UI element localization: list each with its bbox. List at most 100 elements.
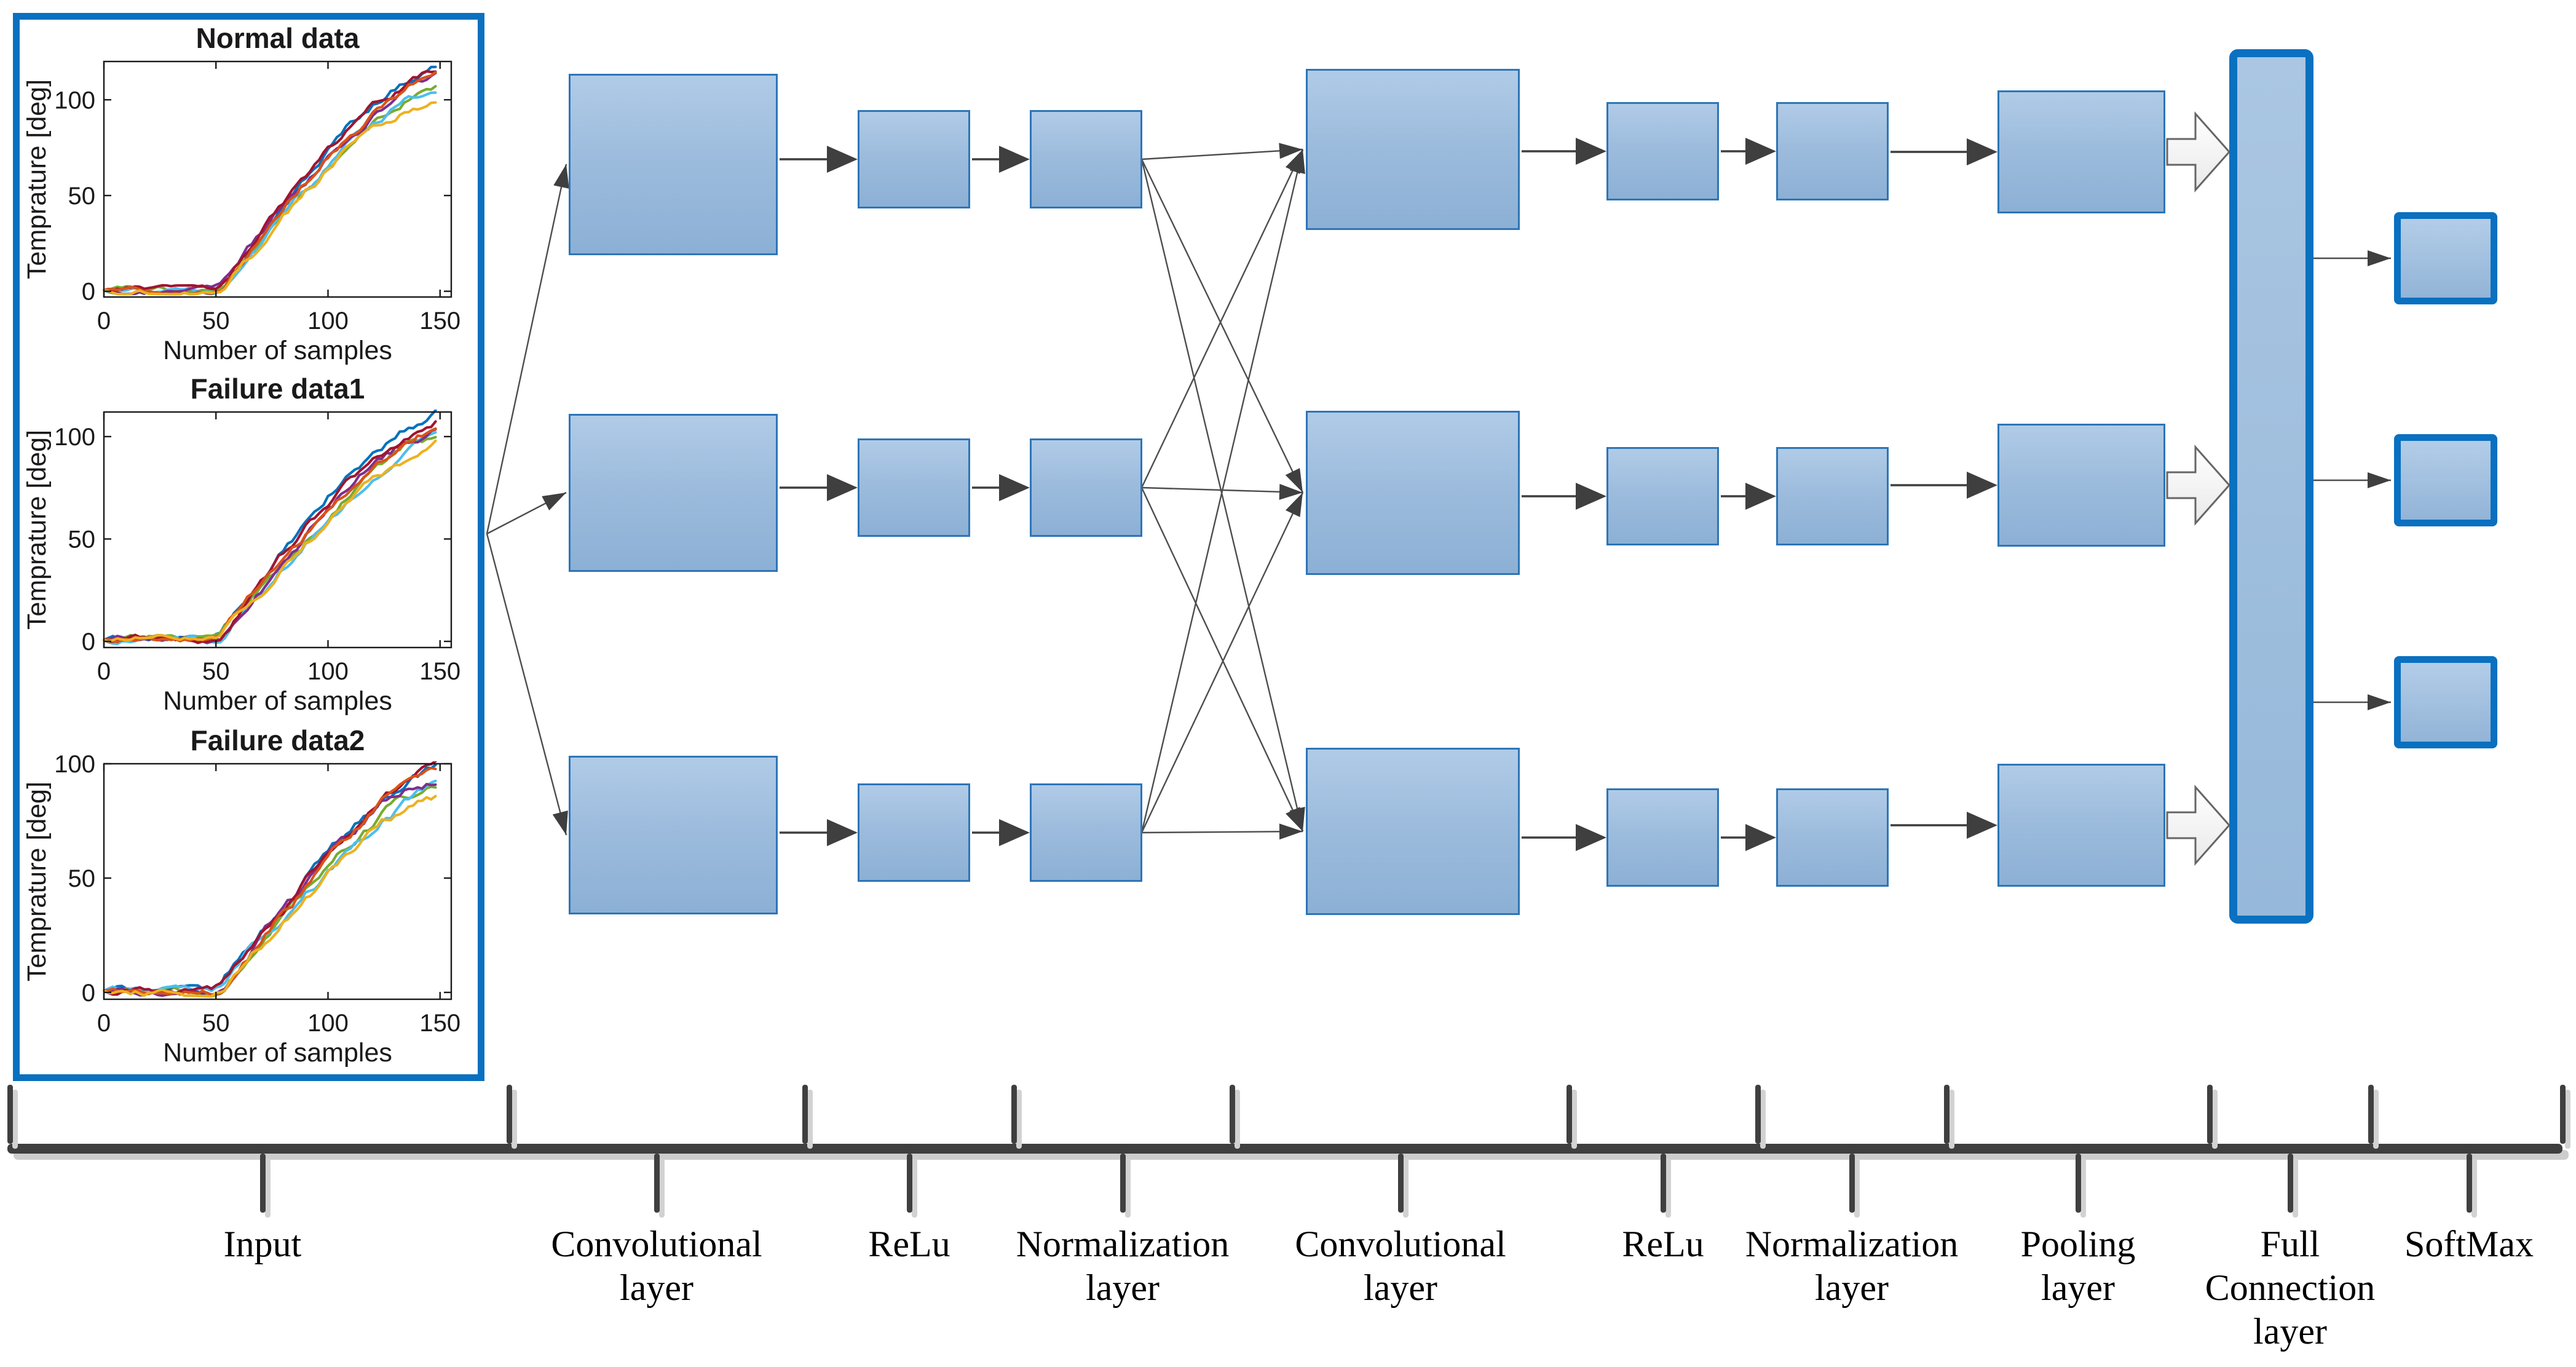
arrow-conv1-to-relu1-row1 xyxy=(780,146,858,173)
full-connection-box xyxy=(2229,49,2313,924)
cross-line-norm1r1-conv2r2 xyxy=(1140,159,1304,493)
chart-ylabel: Temprature [deg] xyxy=(22,782,52,981)
y-tick-label: 50 xyxy=(68,526,96,553)
arrow-norm2-to-pooling-row3 xyxy=(1891,812,1997,839)
block-arrow-pooling-to-fc-row1 xyxy=(2166,111,2231,192)
cross-line-norm1r2-conv2r3 xyxy=(1140,487,1304,832)
arrow-conv1-to-relu1-row2 xyxy=(780,474,858,501)
chart-plot-frame xyxy=(103,60,452,298)
timeline-tick-up-4 xyxy=(1230,1085,1235,1144)
block-arrow-pooling-to-fc-row3 xyxy=(2166,785,2231,866)
conv2-box-row2 xyxy=(1306,411,1520,575)
arrow-relu1-to-norm1-row3 xyxy=(972,819,1030,846)
relu1-box-row3 xyxy=(858,783,970,882)
chart-line-line-6 xyxy=(103,427,437,644)
chart-plot-frame xyxy=(103,763,452,1000)
chart-plot-frame xyxy=(103,411,452,649)
timeline-label-input: Input xyxy=(223,1224,302,1264)
relu2-box-row2 xyxy=(1606,447,1719,545)
cross-line-norm1r3-conv2r3 xyxy=(1141,823,1303,840)
relu1-box-row2 xyxy=(858,438,970,537)
relu2-box-row3 xyxy=(1606,788,1719,887)
pooling-box-row2 xyxy=(1997,424,2165,547)
chart-line-line-7 xyxy=(103,439,437,643)
chart-series-group xyxy=(103,65,437,296)
chart-line-line-6 xyxy=(103,766,437,997)
y-tick-label: 50 xyxy=(68,865,96,892)
norm2-box-row1 xyxy=(1776,102,1889,200)
x-tick-label: 150 xyxy=(419,658,460,685)
chart-xlabel: Number of samples xyxy=(163,336,392,365)
softmax-box-row1 xyxy=(2394,212,2497,304)
chart-xlabel: Number of samples xyxy=(163,1038,392,1068)
y-tick-label: 50 xyxy=(68,183,96,210)
cross-line-norm1r3-conv2r2 xyxy=(1140,492,1304,833)
softmax-box-row2 xyxy=(2394,434,2497,526)
pooling-box-row3 xyxy=(1997,764,2165,887)
cross-line-norm1r2-conv2r1 xyxy=(1140,149,1304,488)
timeline-tick-up-6 xyxy=(1755,1085,1761,1144)
arrow-relu2-to-norm2-row3 xyxy=(1721,824,1776,851)
timeline-tick-up-1 xyxy=(507,1085,512,1144)
fan-line-input-to-conv1-row1 xyxy=(486,164,569,534)
x-tick-label: 0 xyxy=(97,658,111,685)
conv1-box-row1 xyxy=(569,74,778,255)
timeline-label-softmax: SoftMax xyxy=(2404,1224,2534,1264)
chart-series-group xyxy=(103,410,437,646)
conv1-box-row3 xyxy=(569,756,778,914)
timeline-tick-down-4 xyxy=(1398,1154,1404,1213)
timeline-label-conv1: Convolutional layer xyxy=(551,1224,762,1308)
y-tick-label: 0 xyxy=(82,980,95,1007)
chart-line-line-5 xyxy=(103,69,437,293)
timeline-label-full-connection: Full Connection layer xyxy=(2205,1224,2376,1352)
pooling-box-row1 xyxy=(1997,90,2165,213)
arrow-conv2-to-relu2-row3 xyxy=(1522,824,1606,851)
timeline-tick-down-2 xyxy=(907,1154,912,1213)
cross-line-norm1r3-conv2r1 xyxy=(1140,149,1305,833)
norm1-box-row3 xyxy=(1030,783,1142,882)
chart-ylabel: Temprature [deg] xyxy=(22,430,52,630)
fan-line-input-to-conv1-row3 xyxy=(486,533,568,836)
norm2-box-row2 xyxy=(1776,447,1889,545)
arrow-conv2-to-relu2-row2 xyxy=(1522,483,1606,510)
chart-title: Normal data xyxy=(196,23,360,54)
timeline-tick-up-9 xyxy=(2368,1085,2374,1144)
timeline-tick-up-8 xyxy=(2207,1085,2213,1144)
chart-line-line-7 xyxy=(103,794,437,998)
y-tick-label: 100 xyxy=(54,424,95,451)
timeline-tick-up-0 xyxy=(7,1085,13,1144)
arrow-relu1-to-norm1-row2 xyxy=(972,474,1030,501)
y-tick-label: 0 xyxy=(82,279,95,306)
cross-line-norm1r1-conv2r3 xyxy=(1140,159,1305,832)
fan-line-input-to-conv1-row2 xyxy=(486,491,567,535)
arrow-relu2-to-norm2-row1 xyxy=(1721,138,1776,165)
x-tick-label: 150 xyxy=(419,1010,460,1037)
x-tick-label: 50 xyxy=(202,307,230,335)
x-tick-label: 50 xyxy=(202,658,230,685)
chart-title: Failure data2 xyxy=(191,726,365,756)
timeline-tick-down-3 xyxy=(1120,1154,1126,1213)
timeline-label-relu2: ReLu xyxy=(1622,1224,1704,1264)
timeline-label-norm1: Normalization layer xyxy=(1016,1224,1230,1308)
arrow-norm2-to-pooling-row2 xyxy=(1891,472,1997,499)
timeline-tick-down-7 xyxy=(2076,1154,2081,1213)
timeline-tick-down-0 xyxy=(260,1154,266,1213)
relu1-box-row1 xyxy=(858,110,970,208)
timeline-tick-down-1 xyxy=(654,1154,660,1213)
x-tick-label: 50 xyxy=(202,1010,230,1037)
cross-line-norm1r1-conv2r1 xyxy=(1141,143,1303,160)
timeline-tick-down-8 xyxy=(2288,1154,2293,1213)
timeline-label-conv2: Convolutional layer xyxy=(1295,1224,1506,1308)
timeline-label-norm2: Normalization layer xyxy=(1745,1224,1959,1308)
conv2-box-row1 xyxy=(1306,69,1520,230)
timeline-tick-up-3 xyxy=(1011,1085,1017,1144)
chart-title: Failure data1 xyxy=(191,374,365,405)
timeline-tick-down-9 xyxy=(2467,1154,2472,1213)
arrow-norm2-to-pooling-row1 xyxy=(1891,138,1997,165)
